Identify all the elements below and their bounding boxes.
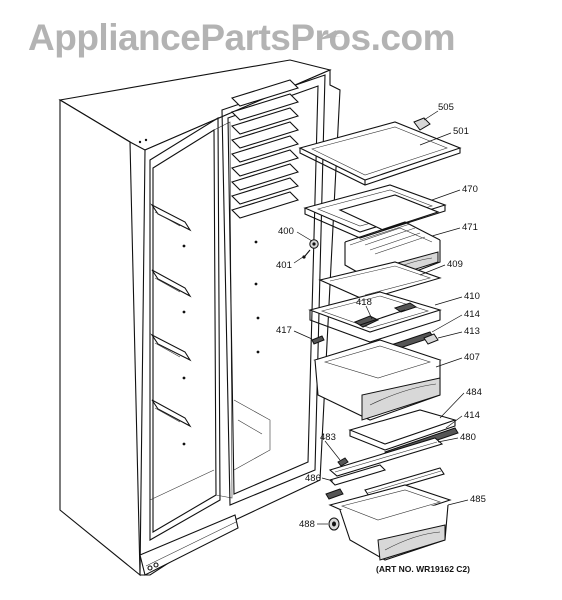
label-484: 484: [466, 387, 482, 398]
label-471: 471: [462, 222, 478, 233]
part-488-roller: [328, 517, 340, 531]
label-485: 485: [470, 494, 486, 505]
label-488: 488: [299, 519, 315, 530]
part-labels: 505 501 470 400 471 401 409 410 418 414 …: [276, 102, 486, 530]
label-414-upper: 414: [464, 309, 480, 320]
label-401: 401: [276, 260, 292, 271]
part-410-frame: [308, 291, 442, 343]
part-413-clip: [423, 333, 439, 345]
label-501: 501: [453, 126, 469, 137]
art-number: (ART NO. WR19162 C2): [376, 564, 470, 574]
liner-bottom-detail: [149, 399, 271, 501]
part-486-slide: [328, 464, 445, 497]
part-417-humidity-control: [311, 335, 325, 345]
liner-shelf-rails-left: [150, 203, 192, 428]
freezer-shelf-supports: [230, 79, 300, 219]
label-407: 407: [464, 352, 480, 363]
part-505-clip: [413, 117, 431, 131]
part-418-slider: [353, 302, 418, 328]
label-480: 480: [460, 432, 476, 443]
part-483-slide: [337, 457, 349, 467]
label-409: 409: [447, 259, 463, 270]
part-400-knob: [309, 239, 319, 249]
label-417: 417: [276, 325, 292, 336]
part-484-cover: [348, 409, 457, 451]
watermark-arrow-icon: [318, 30, 342, 40]
label-414-lower: 414: [464, 410, 480, 421]
part-485-bracket: [325, 488, 344, 500]
label-418: 418: [356, 297, 372, 308]
part-401-screw: [302, 249, 311, 259]
watermark-text: AppliancePartsPros.com: [28, 17, 455, 58]
label-470: 470: [462, 184, 478, 195]
leader-lines: [293, 110, 469, 525]
label-413: 413: [464, 326, 480, 337]
refrigerator-cabinet: [58, 59, 341, 577]
label-505: 505: [438, 102, 454, 113]
part-409-glass-panel: [318, 261, 442, 301]
label-486: 486: [305, 473, 321, 484]
part-485-pan: [328, 484, 452, 561]
label-400: 400: [278, 226, 294, 237]
part-407-drawer: [313, 339, 442, 421]
divider-screws: [182, 240, 260, 446]
part-501-glass-shelf: [298, 121, 462, 186]
label-483: 483: [320, 432, 336, 443]
label-410: 410: [464, 291, 480, 302]
part-480-rail: [328, 437, 444, 477]
